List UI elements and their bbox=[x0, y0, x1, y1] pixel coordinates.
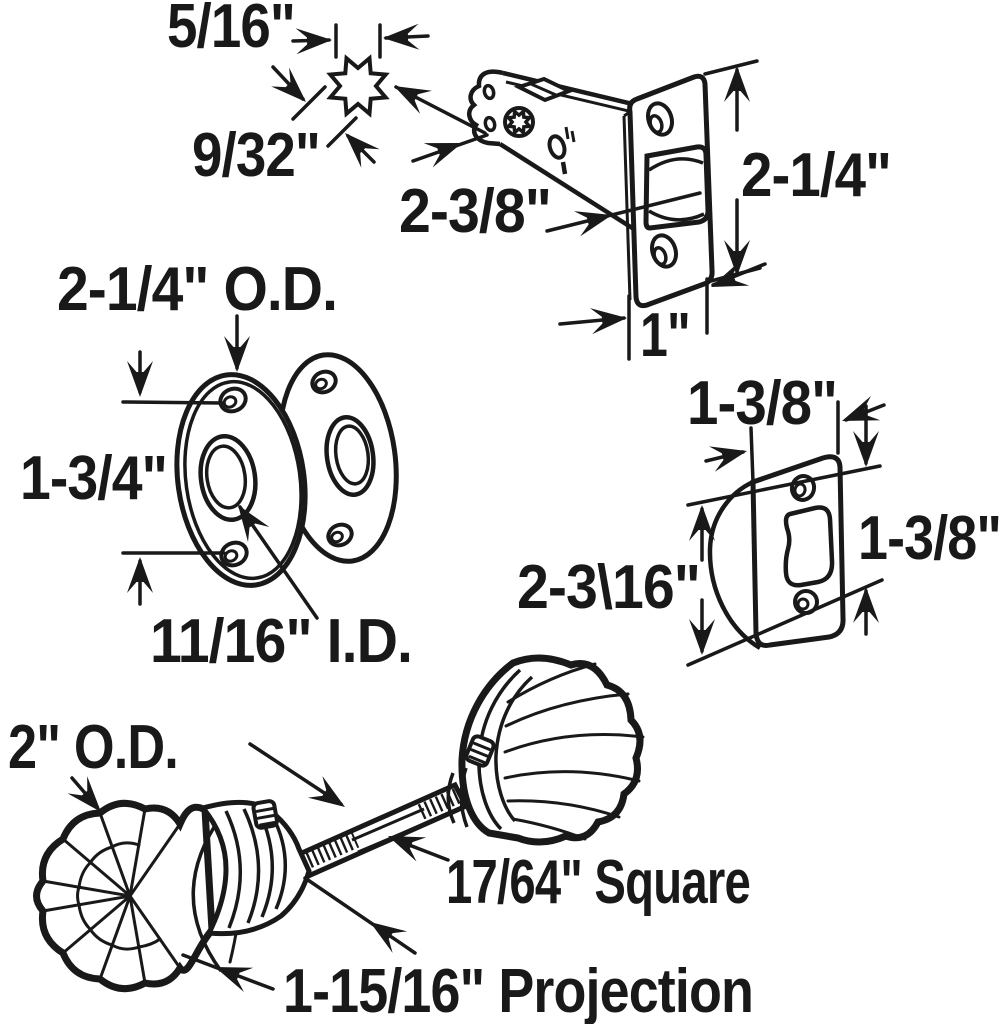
spindle-cross-section bbox=[271, 23, 430, 168]
latch-body-top-edge bbox=[502, 70, 638, 108]
rear-knob-ferrule bbox=[459, 767, 469, 828]
faceplate-edge bbox=[623, 109, 632, 118]
latch-rear-cap bbox=[467, 69, 504, 147]
arrowhead bbox=[362, 911, 408, 953]
latch-side-mark bbox=[564, 126, 570, 140]
dim-label-spindle-flats: 9/32" bbox=[192, 121, 320, 190]
latch-side-hole bbox=[547, 134, 567, 160]
extension-line bbox=[686, 464, 882, 507]
dim-leader bbox=[545, 191, 702, 233]
spindle-threads bbox=[417, 787, 463, 820]
dim-label-rosette-hole-spacing: 1-3/4" bbox=[20, 444, 167, 513]
extension-line bbox=[686, 578, 884, 667]
set-screw-threads bbox=[468, 741, 491, 764]
knob-spindle-assembly bbox=[33, 654, 645, 993]
front-knob-facet-spokes bbox=[41, 807, 182, 985]
faceplate-screw-hole-inner bbox=[652, 245, 668, 267]
rear-knob-bell-ring bbox=[494, 675, 534, 823]
latch-body bbox=[500, 73, 637, 232]
dim-tick bbox=[749, 426, 755, 484]
rosette-front-center-hole-inner bbox=[204, 444, 248, 510]
arrowhead bbox=[423, 130, 467, 168]
dim-leader bbox=[238, 505, 319, 620]
strike-plate-face bbox=[750, 454, 846, 648]
flat-extension-line bbox=[291, 85, 327, 121]
dim-label-spindle-square: 17/64" Square bbox=[446, 848, 750, 917]
strike-screw-hole-inner bbox=[793, 482, 807, 498]
rear-knob-flute bbox=[503, 733, 645, 754]
latch-assembly bbox=[388, 59, 767, 361]
dim-label-strike-length: 2-3\16" bbox=[517, 553, 700, 622]
rosette-front-center-hole bbox=[198, 433, 258, 523]
latch-bolt-curve bbox=[648, 209, 705, 222]
rosette-screw-hole-inner bbox=[223, 549, 239, 563]
spindle-star-outline bbox=[328, 56, 388, 116]
strike-screw-hole-inner bbox=[796, 597, 810, 611]
rosette-screw-hole-inner bbox=[330, 530, 344, 544]
spindle-slot bbox=[351, 807, 425, 842]
rosette-back-center-hole bbox=[324, 414, 376, 498]
collar-band bbox=[271, 816, 287, 910]
extension-line bbox=[703, 59, 759, 76]
strike-latch-hole bbox=[783, 505, 835, 588]
front-knob-dome-arc bbox=[191, 817, 223, 973]
dim-label-latch-backset: 2-3/8" bbox=[399, 177, 551, 246]
arrowhead bbox=[388, 74, 432, 114]
rear-knob-flute bbox=[503, 770, 641, 783]
rear-knob-flute bbox=[506, 662, 597, 704]
strike-plate bbox=[686, 395, 886, 667]
dim-label-rosette-od: 2-1/4" O.D. bbox=[57, 255, 337, 324]
latch-side-mark bbox=[570, 130, 576, 143]
rosette-screw-hole-inner bbox=[222, 395, 238, 409]
collar-band bbox=[224, 810, 242, 929]
rosette-back-center-hole-inner bbox=[333, 424, 371, 486]
latch-rear-hole bbox=[483, 115, 497, 133]
dim-label-strike-width: 1-3/8" bbox=[687, 369, 837, 438]
latch-bolt bbox=[643, 144, 711, 231]
latch-rear-hole bbox=[482, 83, 496, 101]
latch-top-slot-tab bbox=[530, 82, 557, 97]
set-screw bbox=[464, 734, 496, 768]
rear-knob-flute bbox=[511, 817, 587, 841]
front-knob-web-ring bbox=[76, 841, 162, 951]
rear-knob bbox=[458, 654, 644, 846]
arrowhead bbox=[837, 395, 881, 434]
dimension-labels: 5/16" 9/32" 2-3/8" 2-1/4" 1" 2-1/4" O.D.… bbox=[8, 0, 1002, 1024]
dim-label-strike-height: 1-3/8" bbox=[858, 504, 1001, 573]
dim-label-knob-projection: 1-15/16" Projection bbox=[283, 957, 753, 1024]
spindle-slot bbox=[357, 825, 418, 854]
flat-extension-line bbox=[326, 116, 358, 148]
latch-side-mark bbox=[560, 161, 568, 175]
rosette-screw-hole-inner bbox=[314, 377, 328, 391]
arrowhead bbox=[307, 776, 353, 818]
extension-line bbox=[121, 400, 224, 405]
rosette-plates bbox=[121, 314, 399, 620]
dim-label-rosette-id: 11/16" I.D. bbox=[150, 607, 412, 676]
arrowhead bbox=[708, 438, 750, 472]
latch-body-bottom-edge bbox=[498, 142, 639, 233]
dim-label-knob-od: 2" O.D. bbox=[8, 713, 178, 782]
collar-band bbox=[242, 808, 261, 924]
dim-label-spindle-width: 5/16" bbox=[167, 0, 295, 61]
rear-knob-flute bbox=[506, 799, 621, 819]
rosette-front-plate bbox=[174, 372, 308, 588]
faceplate-edge bbox=[622, 115, 632, 301]
dim-label-faceplate-height: 2-1/4" bbox=[741, 141, 891, 210]
rear-knob-flute bbox=[504, 692, 630, 728]
dim-leader bbox=[303, 876, 417, 955]
latch-bolt-bevel bbox=[648, 157, 704, 172]
set-screw bbox=[251, 799, 279, 830]
set-screw-threads bbox=[255, 807, 277, 827]
rosette-front-rim bbox=[183, 379, 303, 581]
dim-label-faceplate-width: 1" bbox=[640, 301, 690, 370]
faceplate-screw-hole-inner bbox=[648, 113, 664, 135]
rear-knob-ferrule bbox=[446, 772, 456, 824]
